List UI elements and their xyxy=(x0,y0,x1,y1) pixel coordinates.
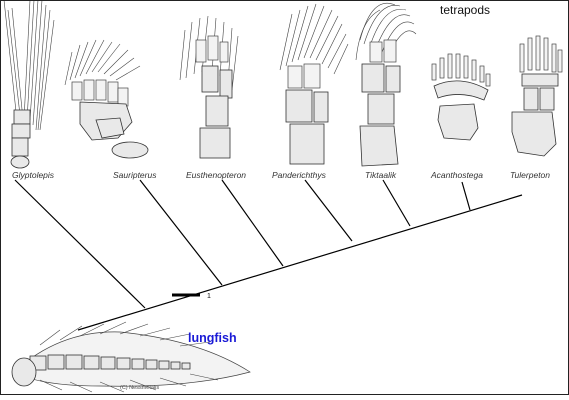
cladogram-figure: 1 xyxy=(0,0,569,395)
figure-border xyxy=(0,0,569,395)
